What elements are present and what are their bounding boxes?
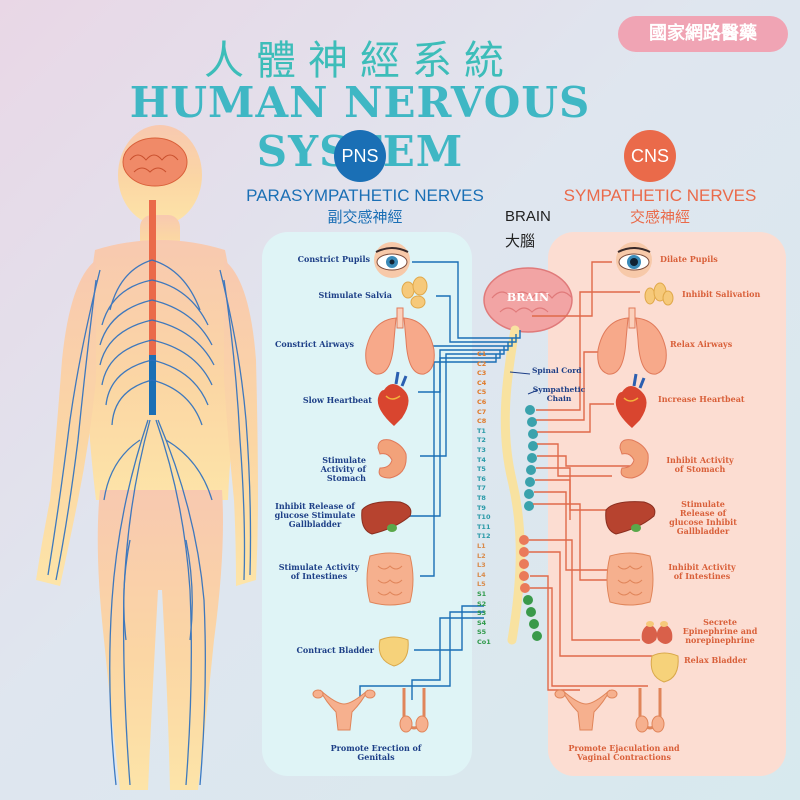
vertebra-c4: C4 bbox=[477, 378, 487, 387]
eye-left bbox=[374, 242, 410, 278]
label-relax-bladder: Relax Bladder bbox=[684, 655, 747, 665]
label-stimulate-stomach: Stimulate Activity of Stomach bbox=[320, 455, 366, 483]
vertebra-c3: C3 bbox=[477, 369, 487, 378]
vertebra-t9: T9 bbox=[477, 503, 486, 512]
label-constrict-airways: Constrict Airways bbox=[274, 339, 354, 349]
bladder-left bbox=[378, 636, 409, 667]
liver-left bbox=[361, 501, 412, 535]
salivary-gland-right bbox=[644, 282, 674, 306]
vertebra-t7: T7 bbox=[477, 484, 486, 493]
vertebra-c2: C2 bbox=[477, 359, 487, 368]
vertebra-t2: T2 bbox=[477, 436, 486, 445]
vertebra-c7: C7 bbox=[477, 407, 487, 416]
vertebra-l5: L5 bbox=[477, 580, 486, 589]
label-relax-airways: Relax Airways bbox=[670, 339, 733, 349]
label-increase-heartbeat: Increase Heartbeat bbox=[658, 394, 745, 404]
female-reproductive-right bbox=[554, 689, 618, 731]
eye-right bbox=[616, 242, 652, 278]
pns-connectors bbox=[359, 261, 521, 700]
brain-label: BRAIN bbox=[505, 208, 551, 225]
vertebra-t10: T10 bbox=[477, 513, 491, 522]
vertebra-c6: C6 bbox=[477, 398, 487, 406]
vertebra-l4: L4 bbox=[477, 570, 486, 579]
label-promote-ejaculation: Promote Ejaculation and Vaginal Contract… bbox=[568, 743, 680, 762]
label-stimulate-intestines: Stimulate Activity of Intestines bbox=[278, 562, 360, 581]
vertebra-s2: S2 bbox=[477, 599, 487, 608]
vertebra-c1: C1 bbox=[477, 350, 487, 358]
heart-right bbox=[615, 373, 647, 428]
pns-circle: PNS bbox=[334, 130, 386, 182]
cns-heading-zh: 交感神經 bbox=[629, 208, 690, 226]
intestines-right bbox=[606, 552, 654, 606]
male-reproductive-right bbox=[635, 688, 665, 733]
vertebra-s1: S1 bbox=[477, 590, 487, 598]
label-inhibit-glucose: Inhibit Release of glucose Stimulate Gal… bbox=[274, 501, 356, 529]
cns-heading: SYMPATHETIC NERVES bbox=[563, 186, 757, 205]
vertebra-t5: T5 bbox=[477, 465, 486, 474]
vertebra-l3: L3 bbox=[477, 561, 486, 570]
liver-right bbox=[605, 501, 656, 535]
lungs-left bbox=[365, 307, 435, 375]
intestines-left bbox=[366, 552, 414, 606]
vertebra-s4: S4 bbox=[477, 618, 487, 627]
vertebra-t6: T6 bbox=[477, 474, 486, 483]
sympathetic-chain-label: Sympathetic Chain bbox=[532, 385, 586, 403]
heart-left bbox=[377, 371, 409, 426]
title-english: HUMAN NERVOUS SYSTEM bbox=[129, 78, 591, 176]
label-inhibit-salivation: Inhibit Salivation bbox=[682, 289, 761, 299]
vertebra-t8: T8 bbox=[477, 494, 486, 502]
brain-label-zh: 大腦 bbox=[505, 232, 536, 250]
label-stimulate-glucose: Stimulate Release of glucose Inhibit Gal… bbox=[669, 499, 737, 536]
lungs-right bbox=[597, 307, 667, 375]
vertebra-t3: T3 bbox=[477, 446, 486, 454]
bladder-right bbox=[650, 652, 679, 683]
label-stimulate-salvia: Stimulate Salvia bbox=[318, 290, 392, 300]
sympathetic-chain-beads bbox=[524, 405, 538, 511]
vertebra-s5: S5 bbox=[477, 628, 487, 637]
cns-connectors bbox=[529, 261, 652, 691]
cns-circle: CNS bbox=[624, 130, 676, 182]
spinal-cord-label: Spinal Cord bbox=[532, 366, 582, 375]
vertebra-c5: C5 bbox=[477, 388, 487, 397]
vertebra-s3: S3 bbox=[477, 609, 487, 618]
spinal-cord bbox=[500, 325, 525, 645]
label-slow-heartbeat: Slow Heartbeat bbox=[302, 395, 372, 405]
pns-heading-zh: 副交感神經 bbox=[327, 208, 403, 226]
brain-in-head bbox=[122, 137, 188, 187]
human-body-figure bbox=[36, 125, 258, 790]
site-badge[interactable]: 國家網路醫藥 bbox=[618, 16, 788, 52]
vertebra-t1: T1 bbox=[477, 426, 486, 435]
label-contract-bladder: Contract Bladder bbox=[296, 645, 374, 655]
male-reproductive-left bbox=[399, 688, 429, 733]
pns-heading: PARASYMPATHETIC NERVES bbox=[246, 186, 484, 205]
female-reproductive-left bbox=[312, 689, 376, 731]
label-secrete-epinephrine: Secrete Epinephrine and norepinephrine bbox=[682, 617, 758, 645]
vertebra-t11: T11 bbox=[477, 522, 491, 531]
title-chinese: 人體神經系統 bbox=[204, 38, 516, 84]
label-inhibit-intestines: Inhibit Activity of Intestines bbox=[668, 562, 736, 581]
vertebra-t12: T12 bbox=[477, 532, 491, 541]
salivary-gland-left bbox=[401, 276, 428, 309]
stomach-left bbox=[377, 439, 407, 479]
label-inhibit-stomach: Inhibit Activity of Stomach bbox=[666, 455, 734, 474]
label-dilate-pupils: Dilate Pupils bbox=[660, 254, 718, 264]
vertebra-co1: Co1 bbox=[477, 638, 491, 646]
vertebra-t4: T4 bbox=[477, 455, 486, 464]
nerve-network bbox=[47, 259, 252, 786]
label-constrict-pupils: Constrict Pupils bbox=[297, 254, 370, 264]
vertebra-l2: L2 bbox=[477, 551, 486, 560]
label-promote-erection: Promote Erection of Genitals bbox=[330, 743, 422, 762]
stomach-right bbox=[619, 439, 649, 479]
vertebra-c8: C8 bbox=[477, 417, 487, 426]
vertebra-l1: L1 bbox=[477, 542, 486, 550]
brain-organ-label: BRAIN bbox=[506, 291, 550, 304]
adrenal-glands-right bbox=[641, 621, 673, 644]
